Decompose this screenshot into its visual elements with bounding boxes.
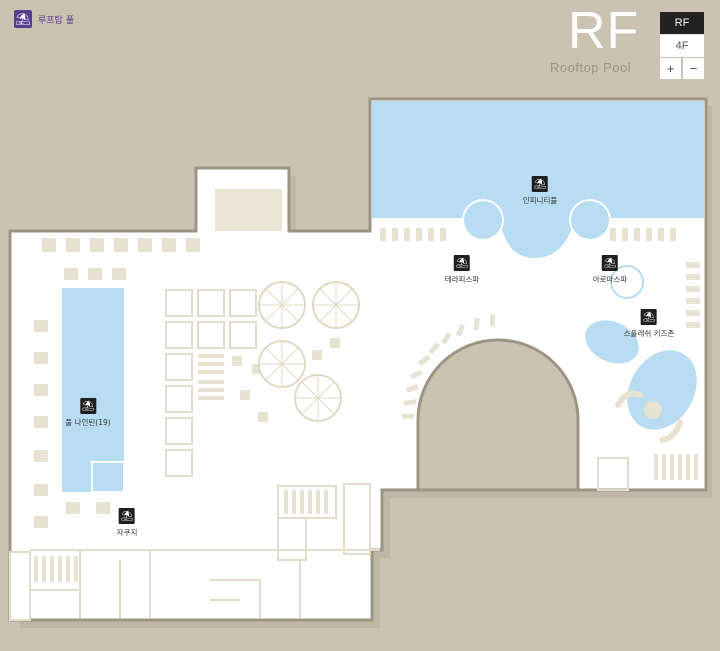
pool-icon: ⛱	[14, 10, 32, 28]
tab-floor-rf[interactable]: RF	[660, 12, 704, 34]
legend: ⛱ 루프탑 풀	[14, 10, 74, 28]
central-court	[416, 338, 580, 492]
pool-icon: ⛱	[532, 176, 548, 192]
marker-jacuzzi[interactable]: ⛱ 자쿠지	[116, 508, 138, 538]
marker-label: 테라피스파	[444, 275, 480, 284]
pool-nineteen-water	[62, 288, 124, 492]
marker-infinity-pool[interactable]: ⛱ 인피니티풀	[522, 176, 558, 206]
pool-icon: ⛱	[454, 255, 470, 271]
pool-icon: ⛱	[602, 255, 618, 271]
zoom-out-button[interactable]: −	[683, 58, 704, 79]
marker-label: 스플레쉬 키즈존	[623, 329, 675, 338]
marker-splash-kids-zone[interactable]: ⛱ 스플레쉬 키즈존	[623, 309, 675, 339]
marker-label: 풀 나인틴(19)	[65, 418, 111, 427]
marker-label: 자쿠지	[116, 528, 138, 537]
zoom-in-button[interactable]: +	[660, 58, 681, 79]
pool-icon: ⛱	[641, 309, 657, 325]
zoom-controls: + −	[660, 58, 704, 79]
tab-floor-4f[interactable]: 4F	[660, 34, 704, 57]
legend-label: 루프탑 풀	[38, 15, 74, 26]
marker-label: 인피니티풀	[522, 196, 558, 205]
marker-pool-nineteen[interactable]: ⛱ 풀 나인틴(19)	[65, 398, 111, 428]
floor-selector: RF 4F	[660, 12, 704, 57]
pool-icon: ⛱	[79, 398, 96, 414]
floor-title: RF	[568, 2, 640, 60]
floor-subtitle: Rooftop Pool	[550, 60, 632, 75]
marker-aroma-spa[interactable]: ⛱ 아로마스파	[592, 255, 628, 285]
utility-room	[215, 189, 282, 231]
marker-label: 아로마스파	[592, 275, 628, 284]
pool-icon: ⛱	[118, 508, 135, 524]
marker-terrace-spa[interactable]: ⛱ 테라피스파	[444, 255, 480, 285]
